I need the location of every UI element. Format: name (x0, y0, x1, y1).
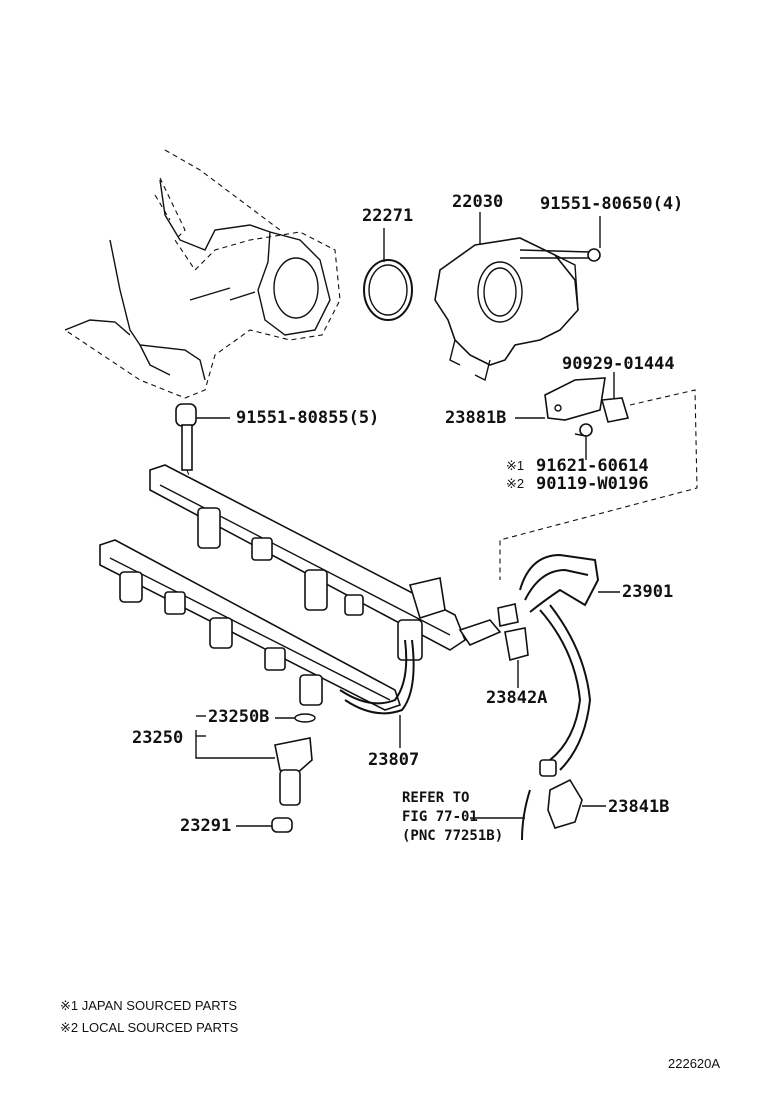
fuel-hose (519, 553, 620, 777)
quick-connector (470, 778, 606, 841)
marker-japan: ※1 (506, 458, 525, 473)
part-label-22030: 22030 (452, 192, 504, 212)
part-label-23291: 23291 (180, 816, 232, 836)
part-label-23250: 23250 (132, 728, 184, 748)
intake-manifold-outline (64, 149, 341, 399)
footnote-local-sourced: ※2 LOCAL SOURCED PARTS (60, 1020, 239, 1035)
part-label-91551-80650: 91551-80650(4) (540, 194, 684, 214)
gasket-ring (363, 228, 413, 321)
part-label-23250b: 23250B (208, 707, 270, 727)
fuel-tube (339, 639, 415, 748)
part-label-91551-80855: 91551-80855(5) (236, 408, 380, 428)
part-label-90929-01444: 90929-01444 (562, 354, 675, 374)
part-label-23842a: 23842A (486, 688, 548, 708)
part-label-91621-60614: 91621-60614 (536, 456, 649, 476)
refer-line-3: (PNC 77251B) (402, 828, 504, 844)
upper-fuel-rail (149, 464, 502, 661)
part-label-22271: 22271 (362, 206, 414, 226)
footnote-japan-sourced: ※1 JAPAN SOURCED PARTS (60, 998, 238, 1013)
part-label-23901: 23901 (622, 582, 674, 602)
throttle-body (434, 212, 601, 382)
refer-line-1: REFER TO (402, 790, 470, 806)
refer-line-2: FIG 77-01 (402, 809, 478, 825)
rail-bolt (175, 403, 230, 521)
lower-fuel-rail (99, 539, 402, 711)
marker-local: ※2 (506, 476, 525, 491)
bracket-and-clip (499, 372, 698, 580)
hose-connector (497, 603, 529, 688)
part-label-23841b: 23841B (608, 797, 670, 817)
figure-code: 222620A (668, 1056, 721, 1071)
part-label-23881b: 23881B (445, 408, 507, 428)
part-label-23807: 23807 (368, 750, 420, 770)
part-label-90119-w0196: 90119-W0196 (536, 474, 649, 494)
fuel-injector (195, 713, 316, 833)
